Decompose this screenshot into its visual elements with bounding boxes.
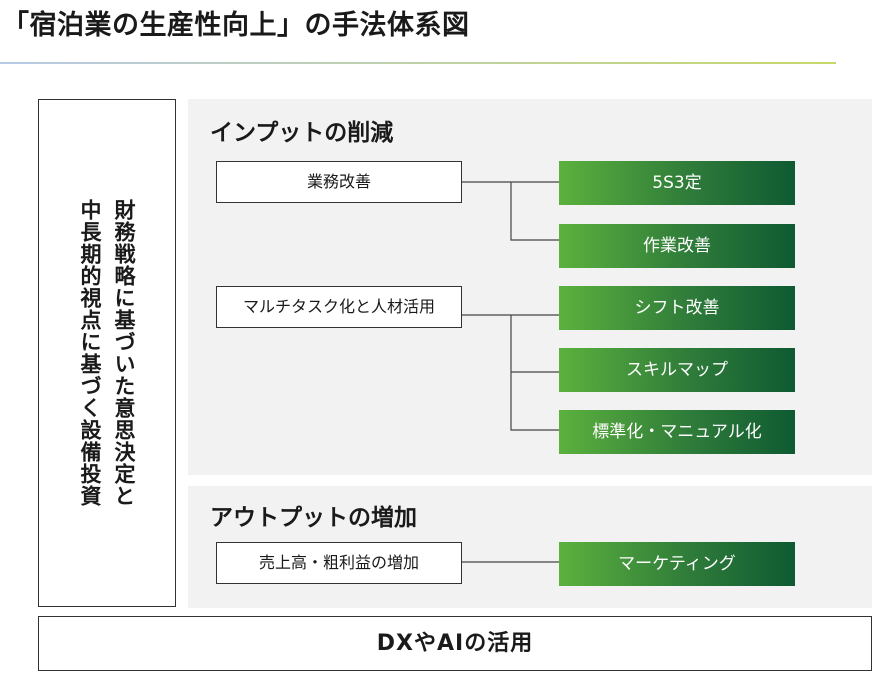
output-increase-panel: アウトプットの増加 売上高・粗利益の増加 マーケティング <box>188 486 872 608</box>
method-standardization-manual: 標準化・マニュアル化 <box>559 410 795 454</box>
method-marketing: マーケティング <box>559 542 795 586</box>
multitasking-box: マルチタスク化と人材活用 <box>216 286 462 328</box>
strategy-label-line-2: 中長期的視点に基づく設備投資 <box>78 199 102 507</box>
strategy-label-line-1: 財務戦略に基づいた意思決定と <box>112 199 136 507</box>
output-connectors <box>462 561 559 563</box>
input-connectors <box>462 181 559 431</box>
sales-profit-box: 売上高・粗利益の増加 <box>216 542 462 584</box>
connector-multitasking <box>462 314 559 431</box>
dx-ai-box: DXやAIの活用 <box>38 616 872 671</box>
method-5s3tei: 5S3定 <box>559 161 795 205</box>
business-improvement-box: 業務改善 <box>216 161 462 203</box>
strategy-label: 財務戦略に基づいた意思決定と 中長期的視点に基づく設備投資 <box>73 199 141 507</box>
method-skill-map: スキルマップ <box>559 348 795 392</box>
page-title: 「宿泊業の生産性向上」の手法体系図 <box>2 10 470 41</box>
method-work-improvement: 作業改善 <box>559 224 795 268</box>
input-reduction-title: インプットの削減 <box>210 120 394 146</box>
input-reduction-panel: インプットの削減 業務改善 マルチタスク化と人材活用 5S3定 作業改善 シフト… <box>188 99 872 475</box>
output-increase-title: アウトプットの増加 <box>210 505 417 531</box>
strategy-box: 財務戦略に基づいた意思決定と 中長期的視点に基づく設備投資 <box>38 99 176 607</box>
title-underline <box>0 62 836 64</box>
connector-business-improvement <box>462 181 559 241</box>
method-shift-improvement: シフト改善 <box>559 286 795 330</box>
